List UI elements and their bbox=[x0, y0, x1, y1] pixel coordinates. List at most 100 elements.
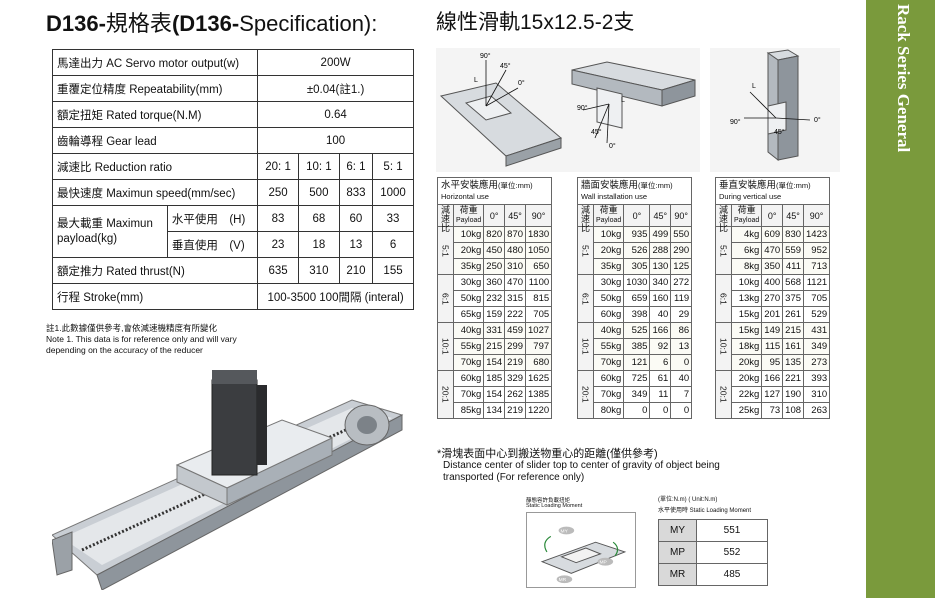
col-header: 0° bbox=[761, 204, 784, 227]
moment-label-cjk: 靜態容許負載扭矩 bbox=[526, 498, 571, 504]
distance-cell: 262 bbox=[504, 386, 527, 403]
spec-row-payload-v: 垂直使用 (V) 23 18 13 6 bbox=[53, 231, 414, 258]
payload-cell: 80kg bbox=[592, 402, 625, 419]
distance-cell: 935 bbox=[623, 226, 651, 243]
distance-cell: 219 bbox=[504, 354, 527, 371]
angle-label: 0° bbox=[518, 79, 525, 87]
payload-cell: 35kg bbox=[592, 258, 625, 275]
load-table-unit: (單位:mm) bbox=[776, 181, 811, 190]
distance-cell: 149 bbox=[761, 322, 784, 339]
wall-install-diagram: 90° 45° 0° L bbox=[567, 48, 700, 172]
distance-cell: 0 bbox=[670, 354, 693, 371]
distance-cell: 161 bbox=[782, 338, 805, 355]
payload-header: Payload bbox=[734, 217, 760, 224]
payload-cell: 10kg bbox=[592, 226, 625, 243]
distance-cell: 1027 bbox=[525, 322, 553, 339]
distance-cell: 0 bbox=[670, 402, 693, 419]
distance-cell: 431 bbox=[803, 322, 831, 339]
angle-label: 0° bbox=[609, 142, 616, 150]
distance-cell: 86 bbox=[670, 322, 693, 339]
angle-label: 45° bbox=[774, 128, 785, 136]
distance-cell: 13 bbox=[670, 338, 693, 355]
distance-cell: 166 bbox=[649, 322, 672, 339]
distance-cell: 393 bbox=[803, 370, 831, 387]
spec-value: 33 bbox=[372, 205, 414, 232]
payload-cell: 60kg bbox=[592, 370, 625, 387]
distance-cell: 135 bbox=[782, 354, 805, 371]
spec-value: 833 bbox=[338, 179, 374, 206]
distance-note: *滑塊表面中心到搬送物重心的距離(僅供參考) Distance center o… bbox=[437, 448, 767, 484]
payload-cell: 20kg bbox=[592, 242, 625, 259]
distance-cell: 340 bbox=[649, 274, 672, 291]
distance-cell: 270 bbox=[761, 290, 784, 307]
spec-value: 100-3500 100間隔 (interal) bbox=[257, 283, 414, 310]
ratio-cell: 10:1 bbox=[715, 322, 732, 371]
distance-cell: 713 bbox=[803, 258, 831, 275]
spec-value: 10: 1 bbox=[297, 153, 340, 180]
spec-value: 68 bbox=[297, 205, 340, 232]
distance-cell: 1220 bbox=[525, 402, 553, 419]
spec-value: 155 bbox=[372, 257, 414, 284]
distance-cell: 0 bbox=[623, 402, 651, 419]
distance-cell: 154 bbox=[483, 386, 506, 403]
page-subtitle: 線性滑軌15x12.5-2支 bbox=[436, 11, 635, 34]
spec-row-repeat: 重覆定位精度 Repeatability(mm) ±0.04(註1.) bbox=[51, 75, 414, 102]
payload-cell: 70kg bbox=[452, 354, 485, 371]
spec-value: 200W bbox=[257, 49, 414, 76]
moment-value: 552 bbox=[696, 541, 768, 564]
moment-diagram: MY MP MR bbox=[526, 512, 636, 588]
distance-cell: 121 bbox=[623, 354, 651, 371]
payload-cell: 25kg bbox=[730, 402, 763, 419]
distance-cell: 450 bbox=[483, 242, 506, 259]
distance-cell: 40 bbox=[670, 370, 693, 387]
spec-value: 1000 bbox=[372, 179, 414, 206]
distance-cell: 830 bbox=[782, 226, 805, 243]
distance-cell: 95 bbox=[761, 354, 784, 371]
distance-cell: 559 bbox=[782, 242, 805, 259]
payload-cell: 4kg bbox=[730, 226, 763, 243]
load-table-subtitle: During vertical use bbox=[719, 192, 782, 201]
distance-cell: 221 bbox=[782, 370, 805, 387]
distance-cell: 288 bbox=[649, 242, 672, 259]
moment-key: MP bbox=[658, 541, 697, 564]
distance-cell: 219 bbox=[504, 402, 527, 419]
ratio-header: 減速比 bbox=[577, 204, 594, 232]
distance-cell: 134 bbox=[483, 402, 506, 419]
load-header: 荷重 bbox=[737, 205, 756, 215]
col-header: 90° bbox=[803, 204, 831, 227]
load-table-unit: (單位:mm) bbox=[638, 181, 673, 190]
distance-cell: 215 bbox=[483, 338, 506, 355]
payload-cell: 40kg bbox=[592, 322, 625, 339]
spec-value: 18 bbox=[297, 231, 340, 258]
distance-cell: 299 bbox=[504, 338, 527, 355]
moment-value: 551 bbox=[696, 519, 768, 542]
linear-module-illustration bbox=[52, 370, 404, 590]
angle-label: 45° bbox=[591, 128, 602, 136]
distance-cell: 1030 bbox=[623, 274, 651, 291]
spec-value: ±0.04(註1.) bbox=[257, 75, 414, 102]
distance-cell: 108 bbox=[782, 402, 805, 419]
load-table-unit: (單位:mm) bbox=[498, 181, 533, 190]
payload-cell: 15kg bbox=[730, 306, 763, 323]
payload-cell: 50kg bbox=[592, 290, 625, 307]
payload-cell: 13kg bbox=[730, 290, 763, 307]
